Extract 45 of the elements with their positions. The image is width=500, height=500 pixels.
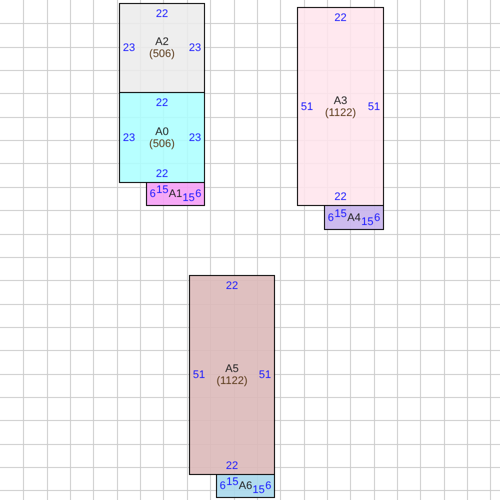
area-label: (1122) <box>216 375 248 387</box>
dimension-label: 6 <box>328 212 334 224</box>
room-label: A0 <box>155 126 169 138</box>
dimension-label: 6 <box>220 480 226 492</box>
room-label: A5 <box>225 363 239 375</box>
dimension-label: 22 <box>156 97 168 109</box>
room-rect <box>324 205 384 230</box>
room-rect <box>146 182 205 206</box>
dimension-label: 23 <box>122 42 136 54</box>
area-label: (1122) <box>325 106 356 118</box>
room-rect <box>189 275 275 475</box>
area-label: (506) <box>149 138 175 150</box>
dimension-label: 23 <box>188 132 202 144</box>
room-label: A2 <box>155 36 169 48</box>
room-rect <box>119 92 205 183</box>
dimension-label: 15 <box>252 484 265 496</box>
dimension-label: 15 <box>226 476 238 488</box>
room-label: A4 <box>347 212 361 224</box>
room-rect <box>216 474 275 498</box>
dimension-label: 15 <box>361 216 374 228</box>
dimension-label: 51 <box>300 100 314 112</box>
dimension-label: 6 <box>265 480 272 492</box>
dimension-label: 15 <box>156 184 168 196</box>
dimension-label: 22 <box>334 12 347 24</box>
room-label: A6 <box>238 480 252 492</box>
dimension-label: 51 <box>368 100 380 112</box>
dimension-label: 23 <box>188 42 202 54</box>
dimension-label: 6 <box>195 188 202 200</box>
room-rect <box>297 7 384 206</box>
room-rect <box>119 3 205 93</box>
dimension-label: 22 <box>156 8 168 20</box>
dimension-label: 22 <box>226 280 238 292</box>
dimension-label: 6 <box>150 188 156 200</box>
room-label: A3 <box>334 94 348 106</box>
dimension-label: 22 <box>334 191 347 203</box>
room-label: A1 <box>168 188 182 200</box>
area-label: (506) <box>149 48 175 60</box>
dimension-label: 6 <box>374 212 380 224</box>
dimension-label: 15 <box>182 192 195 204</box>
dimension-label: 22 <box>156 168 168 180</box>
dimension-label: 51 <box>192 369 206 381</box>
dimension-label: 15 <box>334 208 347 220</box>
dimension-label: 23 <box>122 132 136 144</box>
dimension-label: 51 <box>258 369 272 381</box>
dimension-label: 22 <box>226 460 238 472</box>
